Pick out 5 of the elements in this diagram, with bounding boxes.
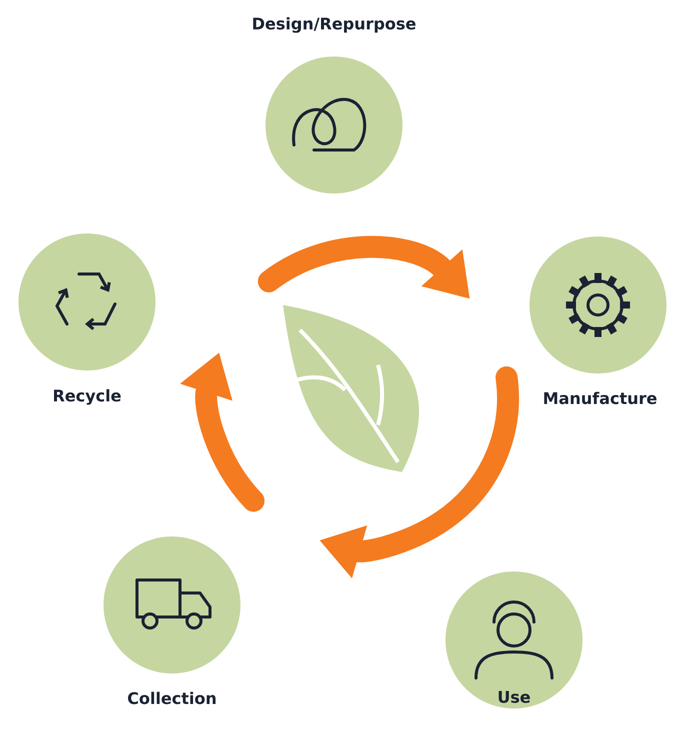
node-label: Recycle: [54, 389, 121, 405]
node-label: Collection: [128, 692, 216, 704]
node-label: Design/Repurpose: [253, 17, 416, 33]
node-label: Manufacture: [544, 392, 656, 404]
node-label: Use: [498, 691, 530, 703]
